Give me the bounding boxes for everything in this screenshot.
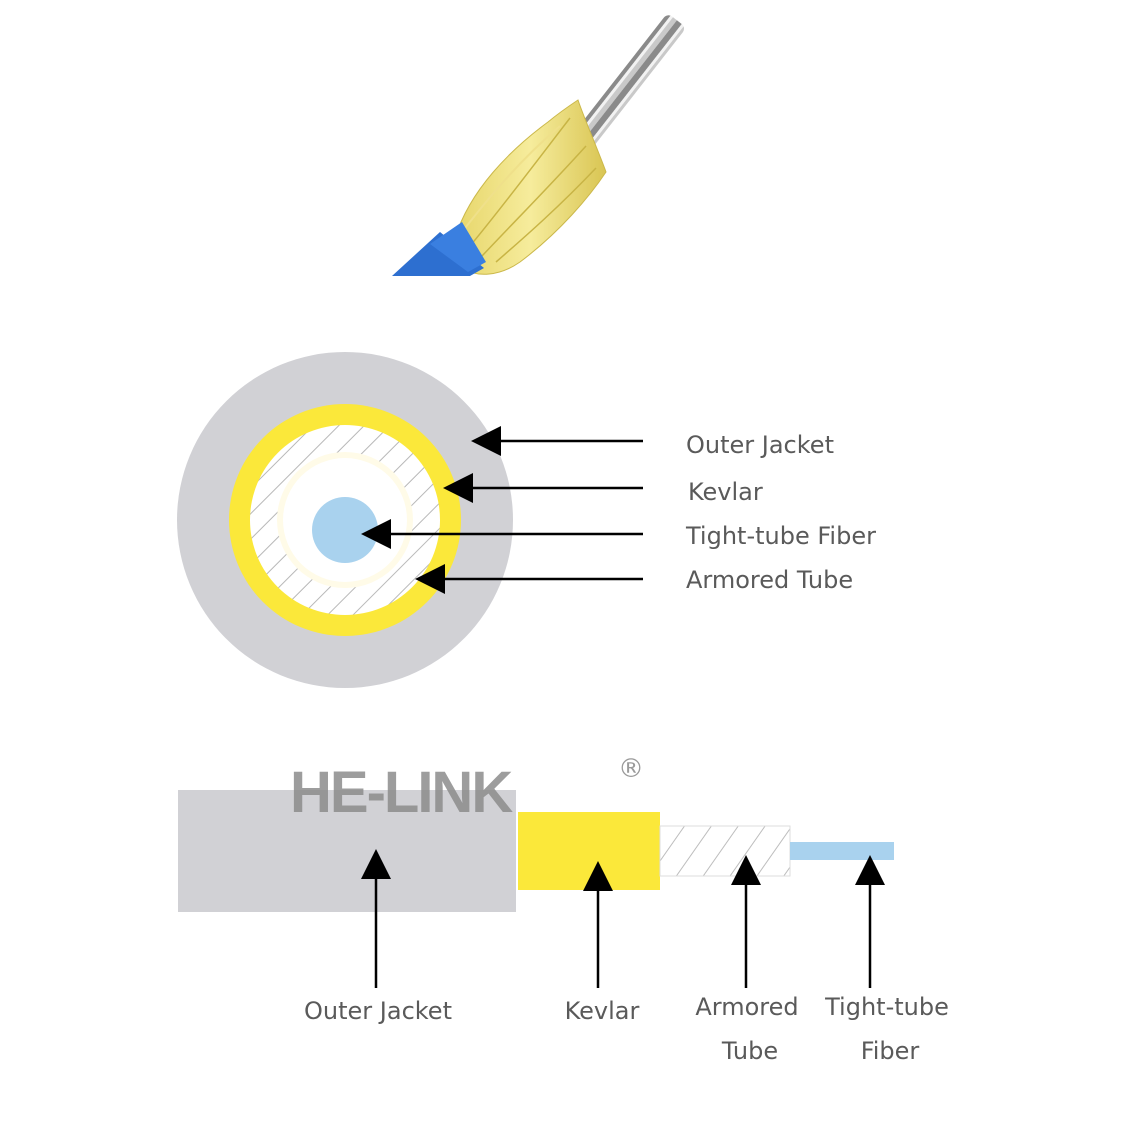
label-kevlar: Kevlar bbox=[688, 478, 763, 506]
he-link-logo: HE-LINK bbox=[290, 760, 513, 825]
blue-outer-jacket bbox=[392, 222, 486, 276]
outer-jacket-segment bbox=[178, 790, 516, 912]
registered-mark: ® bbox=[618, 754, 644, 784]
side-label-fiber-line1: Tight-tube bbox=[825, 993, 949, 1021]
tight-tube-fiber-segment bbox=[790, 842, 894, 860]
label-outer-jacket: Outer Jacket bbox=[686, 431, 834, 459]
armored-tube-segment bbox=[659, 825, 791, 877]
side-label-armored-line2: Tube bbox=[721, 1037, 779, 1065]
side-label-outer-jacket: Outer Jacket bbox=[304, 997, 452, 1025]
tight-tube-fiber-core bbox=[312, 497, 378, 563]
side-label-fiber-line2: Fiber bbox=[860, 1037, 920, 1065]
label-tight-tube-fiber: Tight-tube Fiber bbox=[686, 522, 876, 550]
side-label-armored-line1: Armored bbox=[695, 993, 799, 1021]
cable-photo-illustration bbox=[392, 15, 685, 276]
kevlar-yarn-tuft bbox=[454, 99, 607, 275]
kevlar-segment bbox=[518, 812, 660, 890]
label-armored-tube: Armored Tube bbox=[686, 566, 854, 594]
cross-section-view bbox=[177, 352, 513, 688]
side-label-kevlar: Kevlar bbox=[564, 997, 640, 1025]
side-view bbox=[178, 790, 894, 912]
